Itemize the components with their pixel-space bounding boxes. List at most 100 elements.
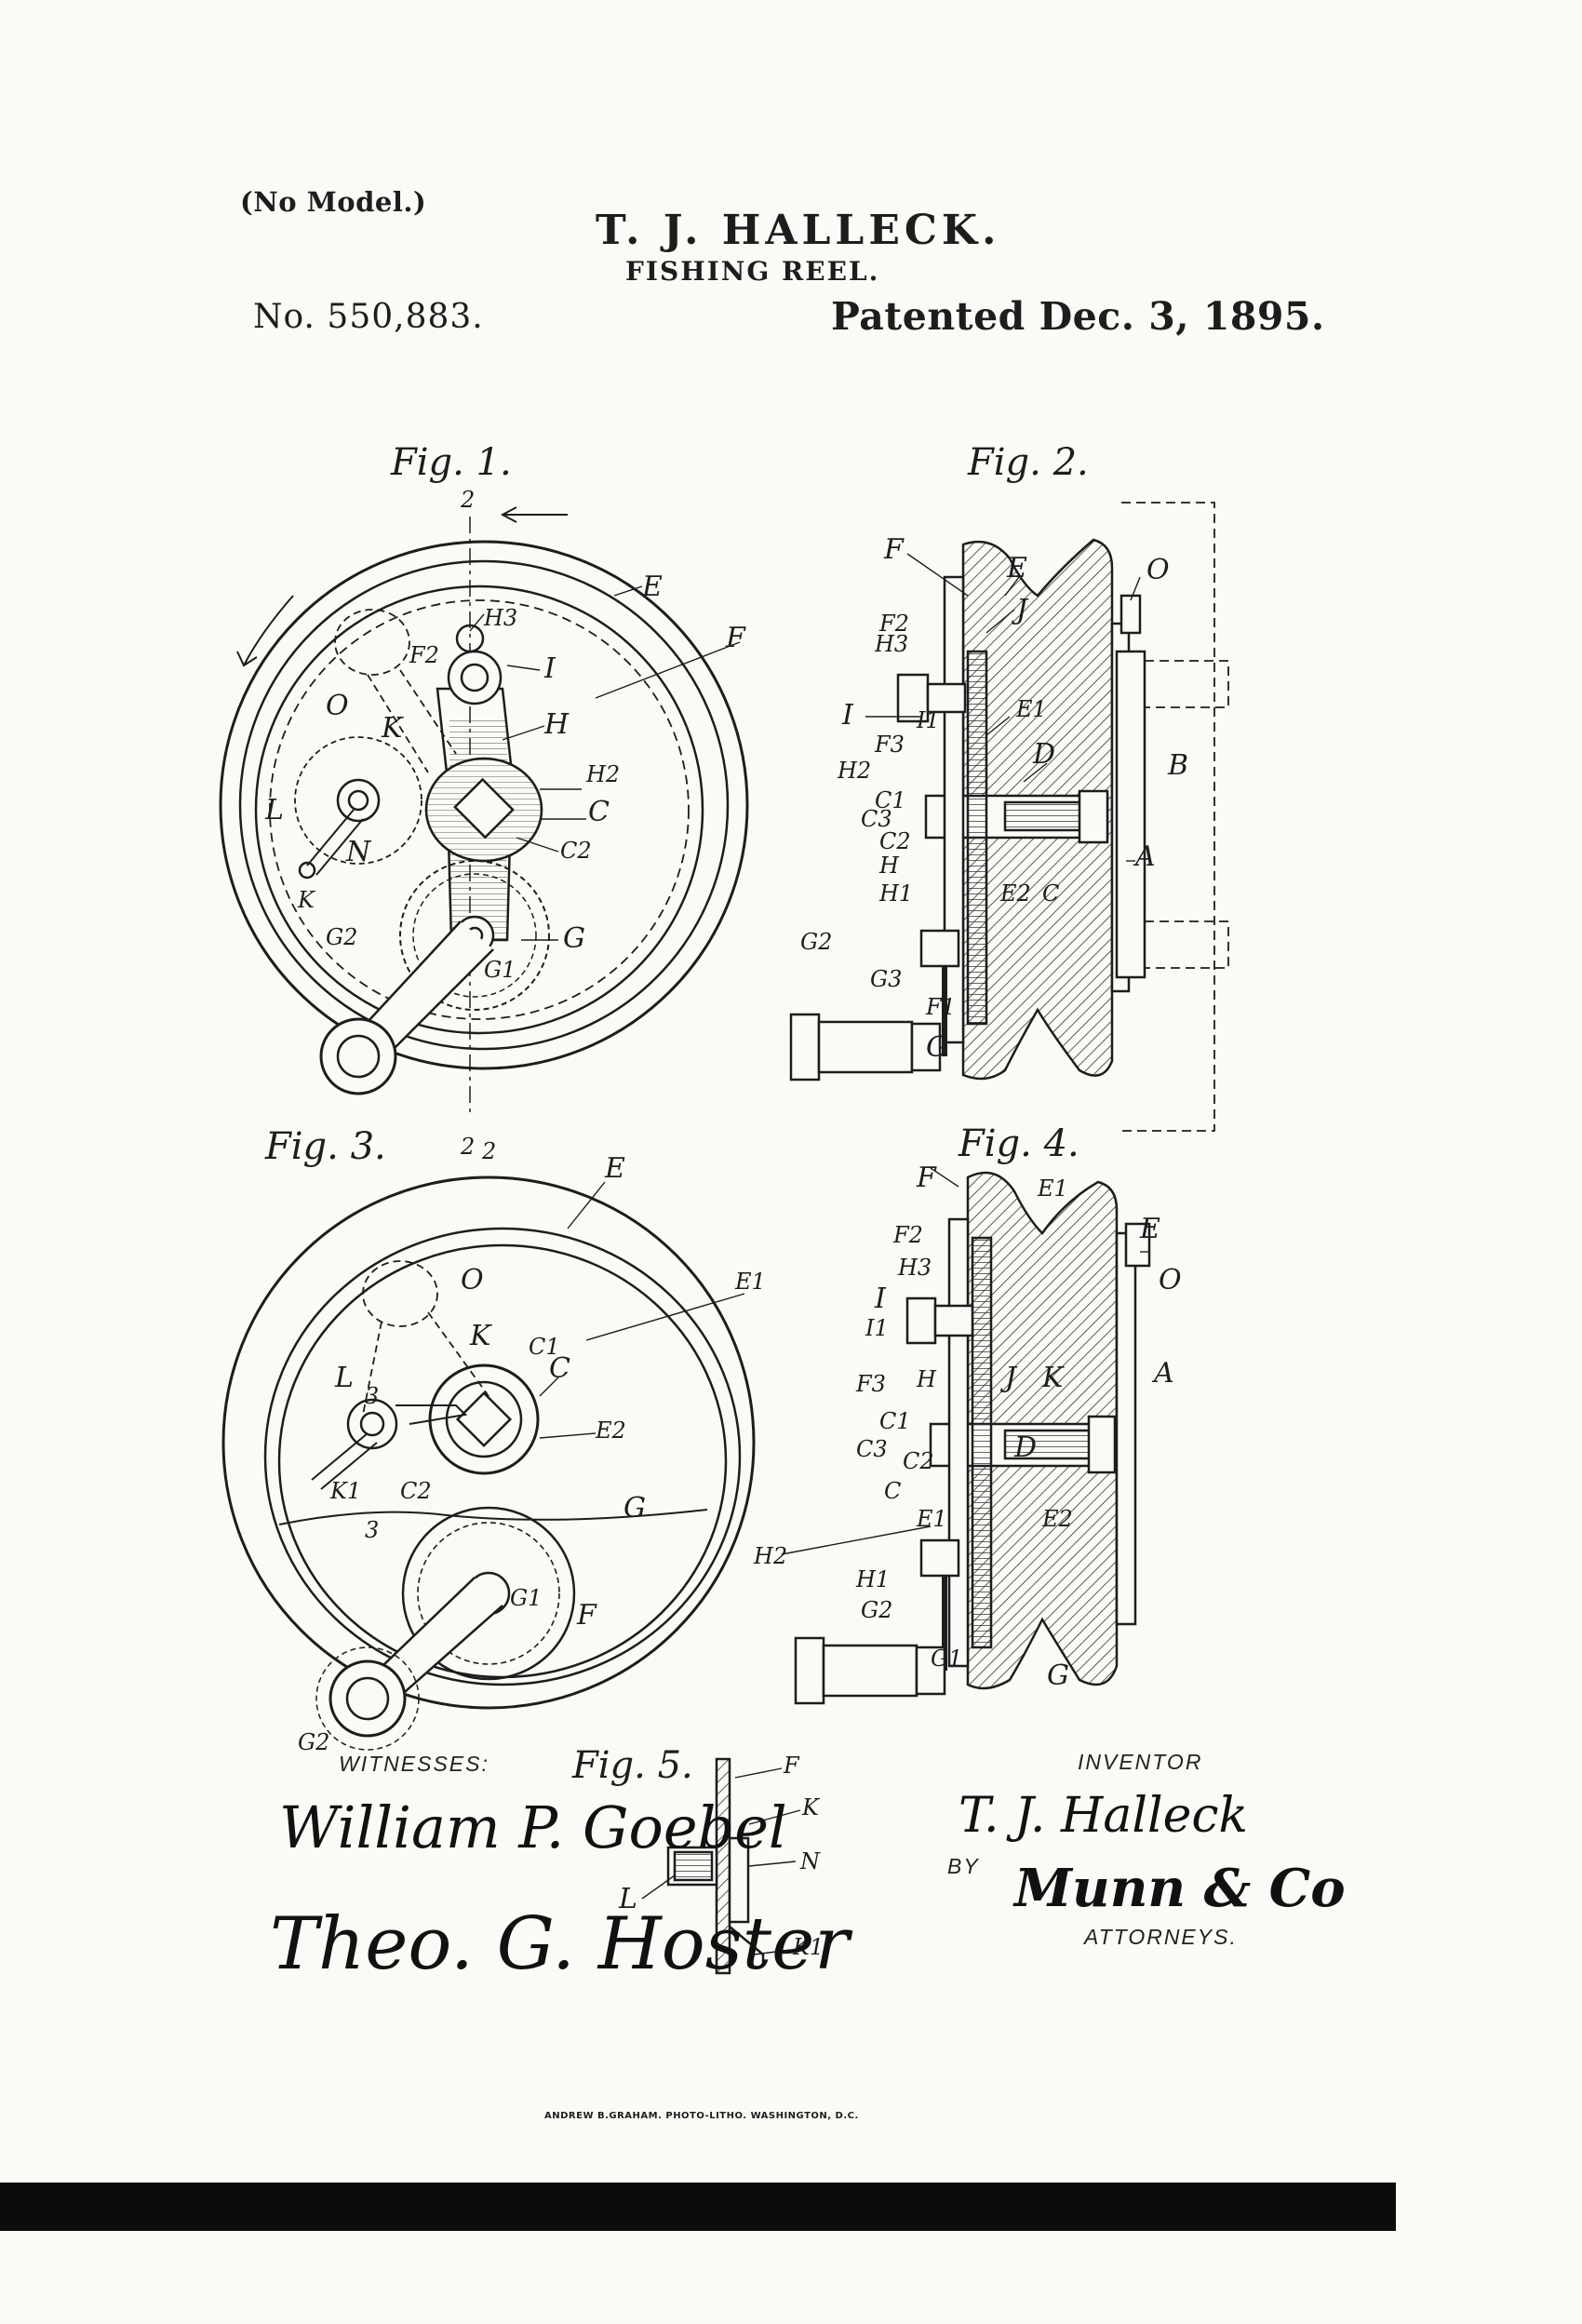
svg-text:G: G (623, 1492, 646, 1525)
svg-text:G: G (1047, 1659, 1069, 1692)
svg-text:H3: H3 (483, 605, 517, 631)
svg-text:F1: F1 (925, 994, 956, 1020)
fig-4-drawing (781, 1167, 1151, 1705)
fig-3-labels: Fig. 3. 2 E O E1 K C1 C L E2 K1 C2 G F G… (264, 1125, 766, 1755)
svg-text:C2: C2 (879, 828, 911, 854)
svg-text:E2: E2 (595, 1417, 626, 1444)
svg-text:E1: E1 (1015, 696, 1047, 722)
svg-text:H: H (916, 1366, 937, 1392)
attorney-signature: Munn & Co (1012, 1858, 1346, 1919)
svg-text:2: 2 (460, 1134, 475, 1160)
svg-text:L: L (334, 1362, 354, 1394)
witness-2-signature: Theo. G. Hoster (270, 1902, 853, 1986)
svg-text:H1: H1 (855, 1566, 890, 1592)
fig-1-labels: Fig. 1. 2 E H3 F2 I F O K H H2 C L N C2 … (264, 441, 746, 1160)
svg-text:B: B (1167, 749, 1188, 782)
svg-text:I1: I1 (865, 1315, 889, 1341)
svg-text:H3: H3 (897, 1255, 932, 1281)
svg-text:K1: K1 (792, 1934, 824, 1960)
svg-text:G1: G1 (484, 957, 516, 983)
svg-text:N: N (345, 836, 372, 868)
fig-2-labels: Fig. 2. F E O F2 H3 J I I1 F3 E1 H2 D C1… (800, 441, 1188, 1064)
svg-text:I1: I1 (916, 707, 940, 733)
svg-text:F2: F2 (409, 642, 439, 668)
attorneys-caption: ATTORNEYS. (1084, 1925, 1238, 1949)
svg-text:H1: H1 (878, 880, 913, 907)
svg-text:C3: C3 (856, 1436, 888, 1462)
printer-credit: ANDREW B.GRAHAM. PHOTO-LITHO. WASHINGTON… (544, 2111, 859, 2121)
svg-text:K: K (469, 1320, 492, 1352)
svg-text:H: H (878, 853, 900, 879)
witness-signatures: William P. Goebel Theo. G. Hoster (270, 1793, 853, 1986)
by-caption: BY (947, 1854, 980, 1878)
fig-3-caption: Fig. 3. (264, 1125, 386, 1168)
svg-text:K: K (801, 1794, 821, 1820)
fig-1-caption: Fig. 1. (390, 441, 512, 484)
fig-5-caption: Fig. 5. (571, 1744, 693, 1787)
svg-text:F: F (883, 533, 905, 566)
svg-text:F2: F2 (892, 1222, 923, 1248)
svg-text:C2: C2 (560, 838, 592, 864)
svg-text:E1: E1 (1037, 1175, 1068, 1202)
inventor-signature: T. J. Halleck (959, 1788, 1248, 1844)
fig-1-drawing (219, 506, 749, 1117)
svg-text:C1: C1 (529, 1334, 560, 1360)
svg-text:E: E (604, 1152, 625, 1185)
scan-edge-bar (0, 2183, 1396, 2231)
svg-text:C1: C1 (879, 1408, 911, 1434)
svg-text:E2: E2 (1041, 1506, 1073, 1532)
svg-text:H: H (543, 708, 570, 741)
svg-text:I: I (874, 1283, 887, 1315)
svg-text:F: F (725, 622, 746, 654)
svg-text:I: I (543, 652, 556, 685)
fig-4-labels: Fig. 4. F E1 F2 E H3 O I I1 F3 H J K A C… (753, 1122, 1182, 1692)
svg-text:F2: F2 (878, 611, 909, 637)
patent-date: Patented Dec. 3, 1895. (831, 294, 1325, 339)
svg-text:L: L (264, 794, 284, 826)
svg-text:I: I (841, 699, 854, 732)
svg-text:H2: H2 (753, 1543, 787, 1569)
svg-text:F: F (783, 1753, 800, 1779)
fig-5-drawing (641, 1757, 801, 1975)
svg-text:O: O (1159, 1264, 1182, 1296)
svg-text:C: C (1042, 880, 1059, 907)
svg-text:F: F (916, 1162, 937, 1194)
svg-text:G2: G2 (298, 1729, 329, 1755)
svg-text:E1: E1 (916, 1506, 947, 1532)
svg-text:K: K (381, 712, 404, 745)
witness-1-signature: William P. Goebel (279, 1793, 787, 1861)
svg-text:O: O (1146, 554, 1170, 586)
svg-text:L: L (618, 1883, 637, 1915)
svg-text:E2: E2 (999, 880, 1031, 907)
svg-text:H3: H3 (874, 631, 908, 657)
svg-text:3: 3 (365, 1517, 379, 1543)
svg-text:E: E (1006, 552, 1027, 584)
inventor-name: T. J. HALLECK. (596, 207, 1001, 254)
inventor-signatures: T. J. Halleck Munn & Co (959, 1788, 1346, 1919)
svg-text:G3: G3 (870, 966, 902, 992)
fig-2-drawing (789, 502, 1229, 1132)
svg-text:A: A (1133, 840, 1156, 873)
svg-text:C2: C2 (903, 1448, 934, 1474)
fig-3-drawing (221, 1175, 756, 1751)
svg-text:K1: K1 (329, 1478, 361, 1504)
svg-text:K: K (297, 887, 316, 913)
svg-text:O: O (461, 1264, 484, 1296)
svg-text:C1: C1 (875, 787, 906, 813)
svg-text:E1: E1 (734, 1269, 766, 1295)
svg-text:G1: G1 (510, 1585, 542, 1611)
svg-text:E: E (641, 571, 663, 603)
svg-text:C: C (588, 796, 610, 828)
svg-text:A: A (1151, 1357, 1174, 1390)
svg-text:G1: G1 (931, 1646, 962, 1672)
svg-text:C: C (549, 1352, 570, 1385)
svg-text:2: 2 (481, 1138, 496, 1164)
svg-text:C3: C3 (861, 806, 892, 832)
svg-text:F: F (576, 1599, 597, 1632)
svg-text:G2: G2 (861, 1597, 892, 1623)
svg-text:2: 2 (460, 487, 475, 513)
fig-2-caption: Fig. 2. (967, 441, 1089, 484)
svg-text:G: G (563, 922, 585, 955)
svg-text:H2: H2 (585, 761, 620, 787)
svg-text:G2: G2 (326, 924, 357, 950)
